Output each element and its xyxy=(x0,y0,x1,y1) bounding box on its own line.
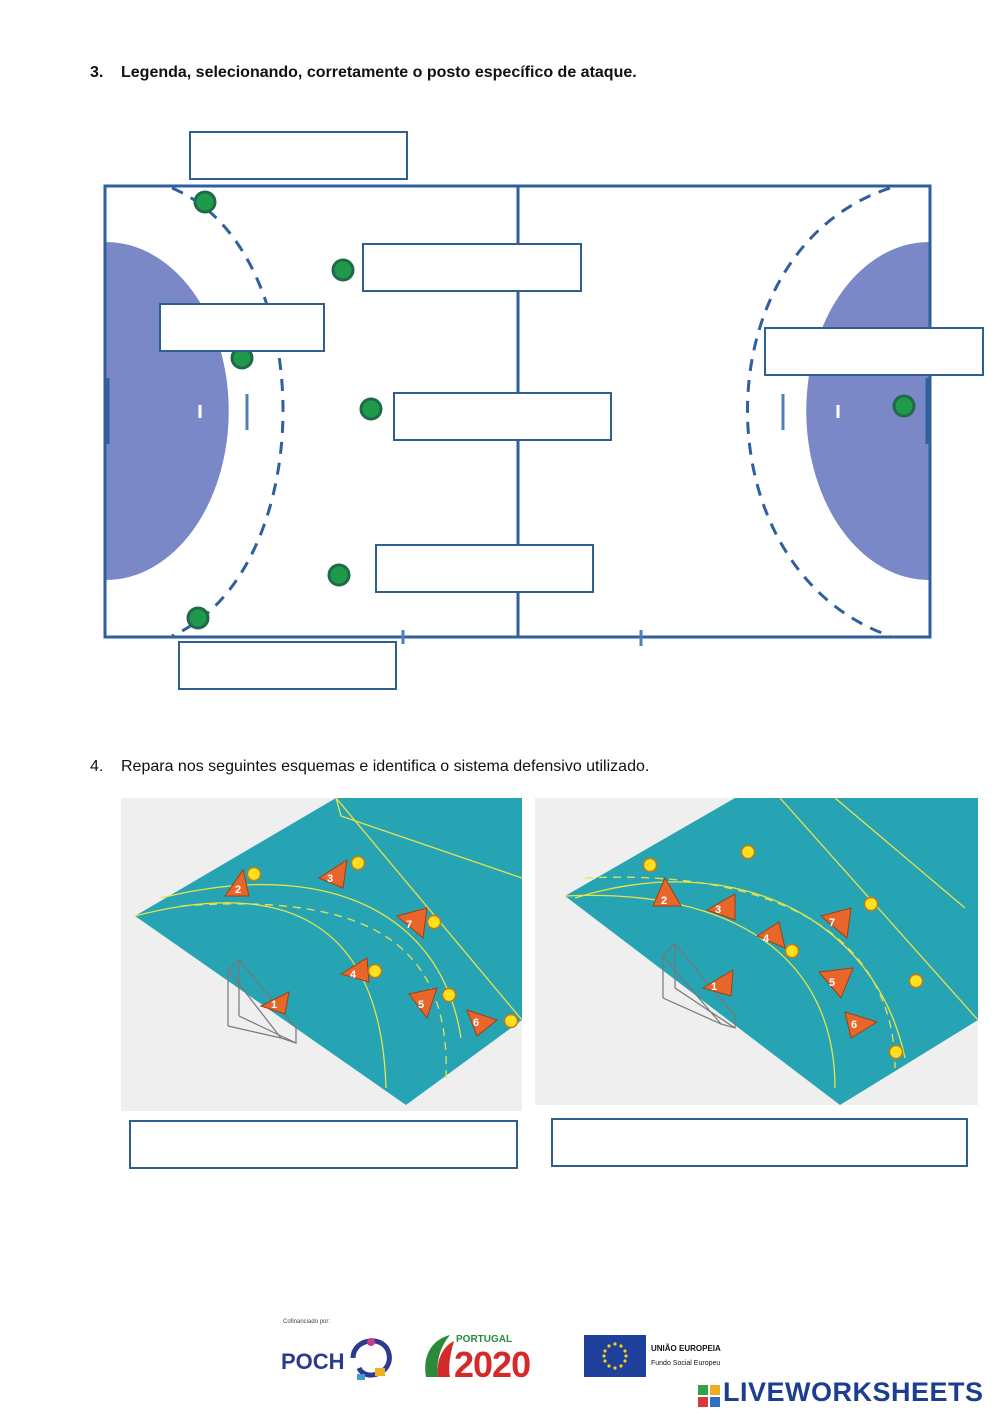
svg-text:7: 7 xyxy=(406,919,412,931)
portugal-label: PORTUGAL xyxy=(456,1334,513,1345)
attackers xyxy=(642,844,924,1060)
player-goalkeeper xyxy=(892,394,916,418)
player-left-wing xyxy=(193,190,217,214)
question-4: 4. Repara nos seguintes esquemas e identi… xyxy=(90,758,649,776)
defender-2 xyxy=(224,868,250,897)
answer-box-defense-left[interactable] xyxy=(129,1120,518,1169)
attacking-players xyxy=(186,190,916,630)
portugal-year: 2020 xyxy=(454,1344,531,1385)
defender-1 xyxy=(259,991,290,1015)
court-surface xyxy=(135,798,522,1105)
defender-6 xyxy=(844,1011,879,1039)
defenders: 1 2 3 4 5 6 7 xyxy=(224,858,499,1037)
court-surface xyxy=(565,798,978,1105)
liveworksheets-text: LIVEWORKSHEETS xyxy=(723,1377,984,1407)
right-goal-area xyxy=(806,242,929,580)
right-free-throw-line xyxy=(746,186,891,638)
goal xyxy=(227,959,297,1044)
poch-name: POCH xyxy=(281,1349,345,1374)
poch-logo: POCH xyxy=(281,1349,345,1375)
defender-6 xyxy=(466,1009,499,1037)
svg-text:7: 7 xyxy=(829,917,835,929)
liveworksheets-logo: LIVEWORKSHEETS xyxy=(698,1377,984,1408)
answer-box-left-wing[interactable] xyxy=(189,131,408,180)
defenders: 1 2 3 4 5 6 7 xyxy=(652,876,879,1039)
answer-box-center-back[interactable] xyxy=(393,392,612,441)
defender-4 xyxy=(755,921,786,949)
left-free-throw-line xyxy=(171,186,285,638)
eu-flag-icon xyxy=(584,1335,646,1377)
player-left-back xyxy=(331,258,355,282)
answer-box-right-wing[interactable] xyxy=(178,641,397,690)
player-right-wing xyxy=(186,606,210,630)
defender-7 xyxy=(395,907,428,939)
svg-text:1: 1 xyxy=(271,999,277,1011)
svg-text:5: 5 xyxy=(829,977,835,989)
attackers xyxy=(246,855,519,1029)
svg-text:4: 4 xyxy=(763,933,770,945)
svg-text:1: 1 xyxy=(711,981,717,993)
answer-box-goalkeeper[interactable] xyxy=(764,327,984,376)
cofinanced-label: Cofinanciado por: xyxy=(283,1319,331,1325)
portugal-2020-flag-icon xyxy=(425,1335,454,1377)
question-number: 4. xyxy=(90,758,104,775)
question-number: 3. xyxy=(90,64,104,81)
defender-3 xyxy=(317,858,348,889)
svg-text:6: 6 xyxy=(851,1019,857,1031)
svg-text:5: 5 xyxy=(418,999,424,1011)
defender-2 xyxy=(652,876,682,907)
answer-box-right-back[interactable] xyxy=(375,544,594,593)
defense-diagram-left: 1 2 3 4 5 6 7 xyxy=(121,798,522,1111)
svg-text:3: 3 xyxy=(327,873,333,885)
answer-box-pivot[interactable] xyxy=(159,303,325,352)
player-right-back xyxy=(327,563,351,587)
liveworksheets-badge-icon xyxy=(698,1383,720,1407)
svg-text:2: 2 xyxy=(235,884,241,896)
svg-text:6: 6 xyxy=(473,1017,479,1029)
defense-diagram-right: 1 2 3 4 5 6 7 xyxy=(535,798,978,1105)
svg-text:4: 4 xyxy=(350,969,357,981)
eu-title: UNIÃO EUROPEIA xyxy=(651,1344,721,1353)
poch-emblem-icon xyxy=(350,1338,392,1380)
defender-5 xyxy=(408,987,438,1020)
defender-1 xyxy=(701,969,734,997)
question-text: Repara nos seguintes esquemas e identifi… xyxy=(121,758,650,775)
defender-3 xyxy=(705,893,736,921)
defender-5 xyxy=(818,967,854,999)
left-goal-area xyxy=(106,242,229,580)
answer-box-defense-right[interactable] xyxy=(551,1118,968,1167)
svg-text:3: 3 xyxy=(715,904,721,916)
question-text: Legenda, selecionando, corretamente o po… xyxy=(121,64,637,81)
svg-text:2: 2 xyxy=(661,895,667,907)
defender-7 xyxy=(819,907,852,939)
question-3: 3. Legenda, selecionando, corretamente o … xyxy=(90,64,637,82)
eu-subtitle: Fundo Social Europeu xyxy=(651,1360,721,1367)
player-center-back xyxy=(359,397,383,421)
goal xyxy=(662,943,736,1029)
answer-box-left-back[interactable] xyxy=(362,243,582,292)
